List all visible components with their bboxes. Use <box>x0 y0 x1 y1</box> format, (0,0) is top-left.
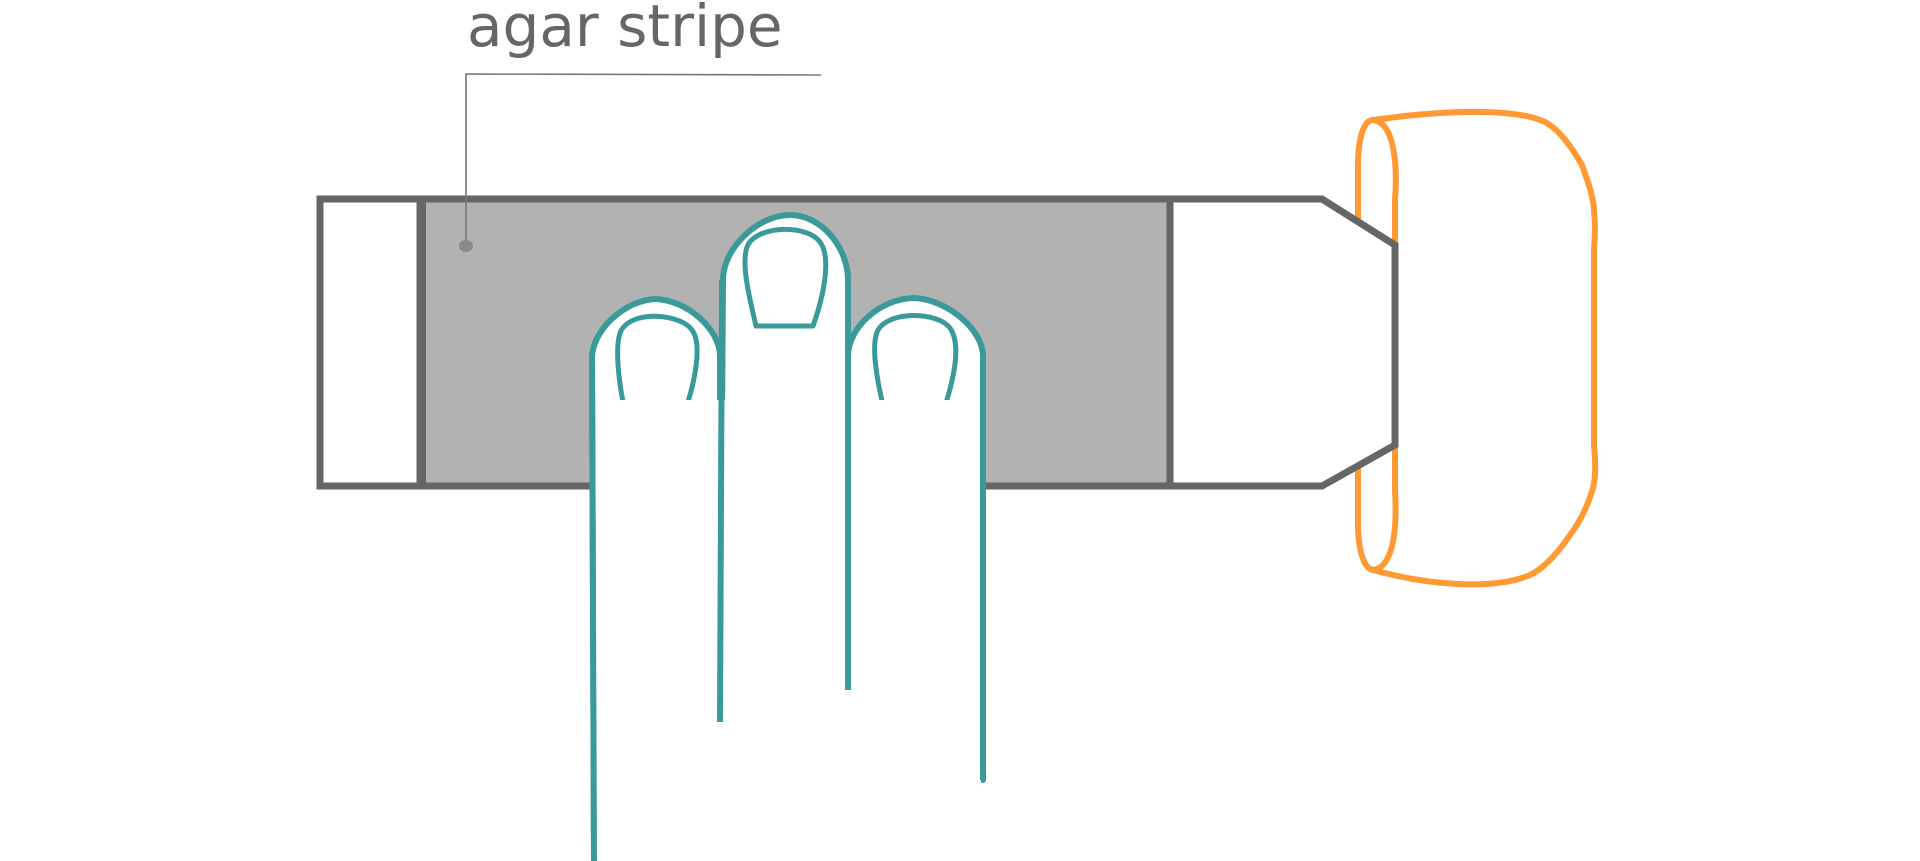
thumb-outline <box>1355 108 1599 588</box>
callout-label: agar stripe <box>467 0 783 60</box>
callout-marker-dot <box>459 240 473 252</box>
index-fingernail <box>615 313 700 414</box>
ring-fingernail <box>872 313 959 412</box>
finger-fill <box>596 400 981 861</box>
middle-fingernail <box>742 226 829 329</box>
index-middle-divider <box>717 279 725 723</box>
callout-leader-line <box>465 73 822 246</box>
callout: agar stripe <box>459 0 822 252</box>
finger-edges <box>589 279 986 861</box>
agar-stripe-left-border <box>418 199 426 486</box>
fingers <box>589 212 986 861</box>
index-finger-left-edge <box>589 355 597 861</box>
